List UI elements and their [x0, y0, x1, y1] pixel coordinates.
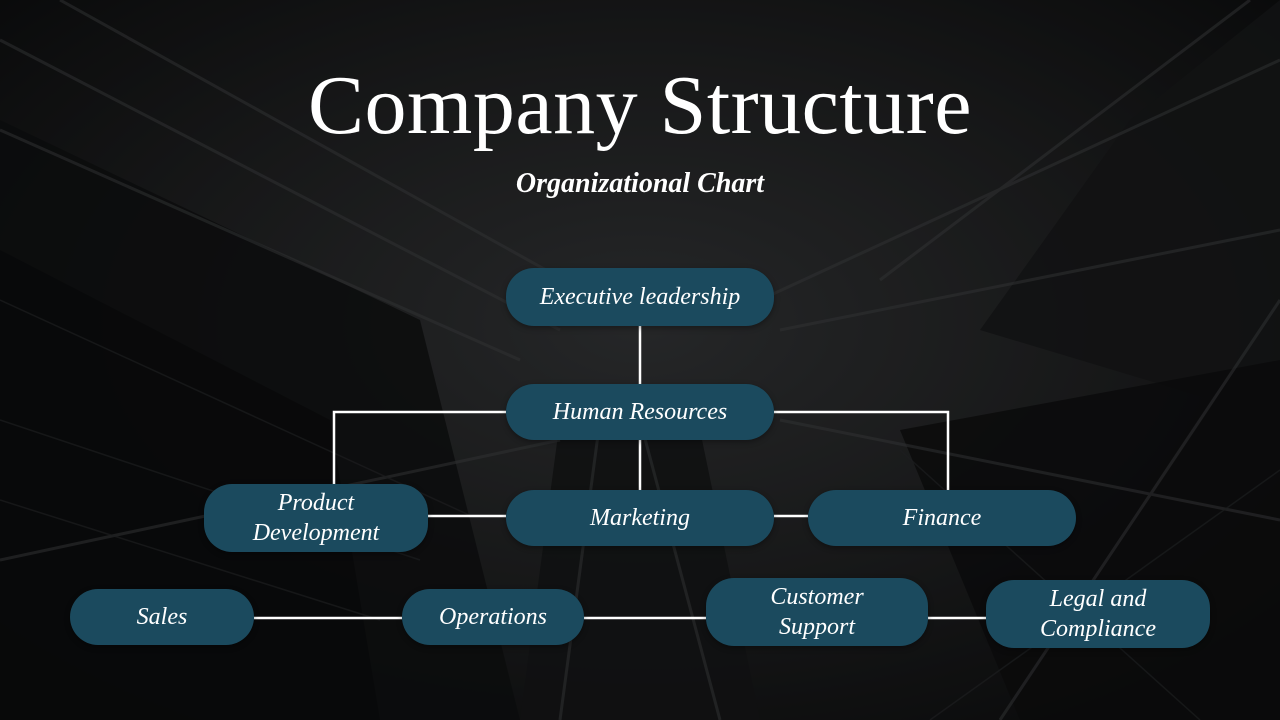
node-label: Operations: [439, 604, 547, 630]
node-label-line: Customer: [770, 584, 864, 610]
node-sales[interactable]: Sales: [70, 589, 254, 645]
node-label-line: Product: [277, 490, 355, 516]
node-label: Product Development: [229, 488, 404, 548]
node-human-resources[interactable]: Human Resources: [506, 384, 774, 440]
node-label: Marketing: [590, 505, 690, 531]
node-label: Sales: [136, 604, 188, 630]
page-subtitle: Organizational Chart: [515, 168, 765, 199]
node-label: Legal and Compliance: [1016, 584, 1180, 644]
node-marketing[interactable]: Marketing: [506, 490, 774, 546]
node-label: Human Resources: [552, 399, 728, 425]
page-title: Company Structure: [307, 59, 973, 152]
node-finance[interactable]: Finance: [808, 490, 1076, 546]
node-label-line: Compliance: [1040, 616, 1156, 642]
node-label-line: Support: [778, 614, 855, 640]
node-label-line: Legal and: [1049, 586, 1147, 612]
connector-hr-finance: [774, 410, 950, 490]
node-operations[interactable]: Operations: [402, 589, 584, 645]
node-product-development[interactable]: Product Development: [204, 484, 428, 552]
node-label: Customer Support: [746, 582, 887, 642]
node-executive-leadership[interactable]: Executive leadership: [506, 268, 774, 326]
node-legal-compliance[interactable]: Legal and Compliance: [986, 580, 1210, 648]
node-label-line: Development: [252, 520, 380, 546]
connector-hr-product: [332, 410, 506, 486]
node-label: Finance: [902, 505, 982, 531]
node-customer-support[interactable]: Customer Support: [706, 578, 928, 646]
node-label: Executive leadership: [539, 284, 741, 310]
